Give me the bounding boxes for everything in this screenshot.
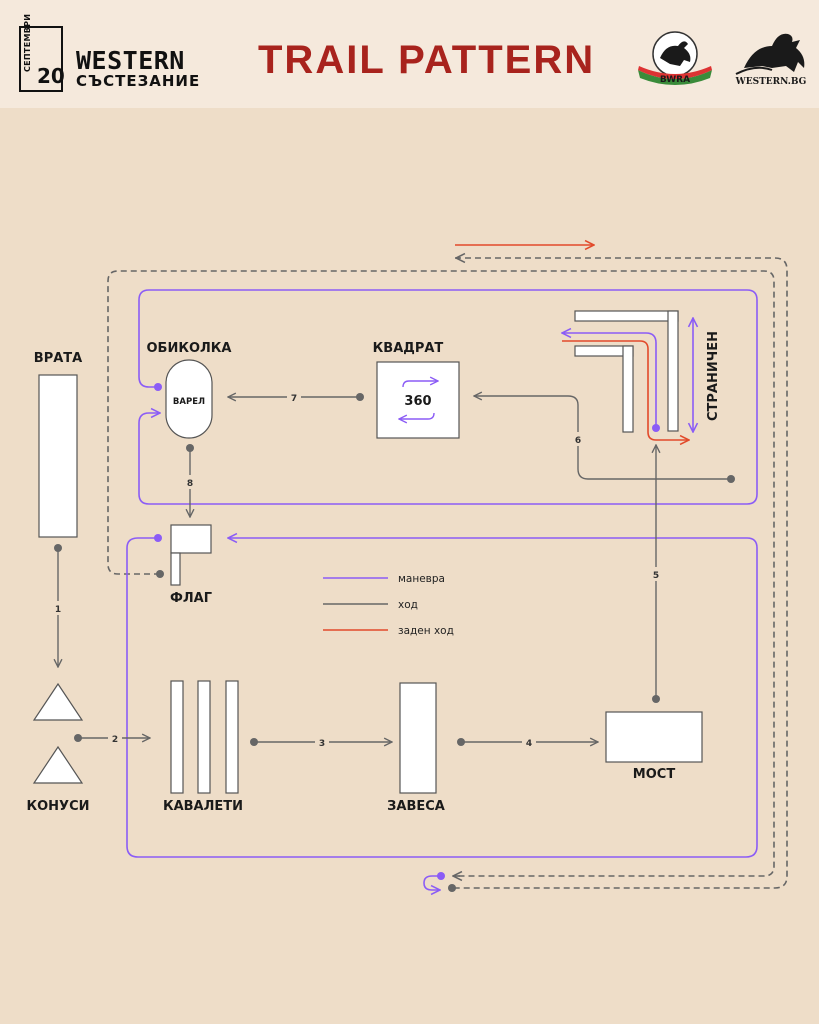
sidepass-backup-path	[562, 340, 689, 440]
bwra-logo-text: BWRA	[660, 75, 690, 85]
sidepass-maneuver-path	[562, 333, 657, 428]
sidepass-label: СТРАНИЧЕН	[706, 331, 721, 421]
curtain-obstacle	[399, 682, 437, 794]
flag-dot	[156, 570, 164, 578]
trail-pattern-diagram: ВРАТА 1 КОНУСИ 2 КАВАЛЕТИ 3 ЗАВЕСА 4 МОС…	[26, 108, 788, 1024]
cone-1	[32, 682, 84, 721]
legend-maneuver-label: маневра	[398, 573, 445, 585]
page-title: TRAIL PATTERN	[258, 38, 596, 82]
bridge-obstacle	[605, 711, 703, 763]
cavaletti-label: КАВАЛЕТИ	[163, 799, 243, 814]
bwra-logo: BWRA	[638, 31, 712, 85]
flag-pole	[170, 552, 181, 586]
cavaletti-pole-2	[197, 680, 211, 794]
barrel-label: ВАРЕЛ	[173, 397, 205, 407]
sidepass-pole-right-inner	[622, 345, 634, 433]
rotate-arrow-bottom	[399, 412, 435, 419]
step-6: 6	[575, 436, 581, 446]
gate-label: ВРАТА	[34, 351, 82, 366]
gate-obstacle	[38, 374, 78, 538]
cavaletti-pole-3	[225, 680, 239, 794]
step-7: 7	[291, 394, 297, 404]
barrel-circle-label: ОБИКОЛКА	[146, 341, 231, 356]
western-bg-logo-text: WESTERN.BG	[735, 77, 807, 87]
cones-label: КОНУСИ	[26, 799, 89, 814]
step-2: 2	[112, 735, 118, 745]
step-4: 4	[526, 739, 532, 749]
dashed-path-outer	[107, 270, 775, 877]
maneuver-loop-lower	[126, 537, 758, 858]
cone-2	[32, 745, 84, 784]
curtain-label: ЗАВЕСА	[387, 799, 445, 814]
maneuver-loop-lower-top	[228, 538, 758, 549]
start-dot	[448, 884, 456, 892]
legend-backup-label: заден ход	[398, 625, 454, 637]
maneuver-loop-upper	[138, 289, 758, 505]
step-5: 5	[653, 571, 659, 581]
flag-obstacle	[170, 524, 212, 554]
legend-walk-label: ход	[398, 599, 418, 611]
header: СЕПТЕМВРИ 20 WESTERN СЪСТЕЗАНИЕ TRAIL PA…	[0, 0, 819, 108]
barrel-obstacle	[165, 359, 213, 439]
date-day: 20	[37, 64, 65, 88]
rotate-arrow-top	[402, 381, 438, 388]
flag-label: ФЛАГ	[170, 591, 212, 606]
date-month: СЕПТЕМВРИ	[23, 13, 32, 72]
square-obstacle	[376, 361, 460, 439]
square-360-label: 360	[404, 394, 431, 409]
maneuver-start-hook	[423, 875, 441, 890]
cavaletti-pole-1	[170, 680, 184, 794]
step-8: 8	[187, 479, 193, 489]
square-label: КВАДРАТ	[373, 341, 444, 356]
dashed-path-right	[455, 257, 788, 889]
sidepass-pole-top-outer	[574, 310, 679, 322]
bridge-label: МОСТ	[633, 767, 676, 782]
western-bg-logo: WESTERN.BG	[735, 33, 807, 87]
step-3: 3	[319, 739, 325, 749]
step-1: 1	[55, 605, 61, 615]
date-badge: СЕПТЕМВРИ 20	[19, 13, 65, 92]
sidepass-pole-right-outer	[667, 310, 679, 432]
brand-line2: СЪСТЕЗАНИЕ	[76, 72, 201, 90]
legend: маневра ход заден ход	[323, 573, 454, 637]
brand-line1: WESTERN	[76, 46, 185, 75]
